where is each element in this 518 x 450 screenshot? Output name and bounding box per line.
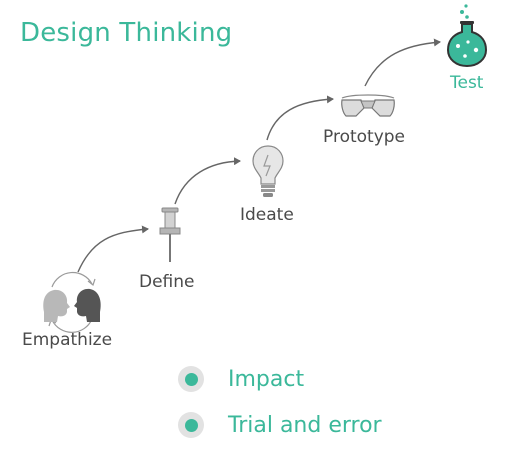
people-icon	[43, 271, 101, 333]
stage-label-ideate: Ideate	[240, 205, 294, 225]
bullet-item-trial-and-error: Trial and error	[178, 412, 382, 438]
arrow-prototype-to-test	[364, 38, 441, 87]
arrow-ideate-to-prototype	[266, 95, 334, 141]
page-title: Design Thinking	[20, 18, 233, 48]
pushpin-icon	[159, 207, 181, 262]
stage-label-empathize: Empathize	[22, 330, 113, 350]
goggles-icon	[341, 94, 395, 117]
stage-label-prototype: Prototype	[323, 127, 406, 147]
stage-label-test: Test	[450, 73, 484, 93]
flask-icon	[446, 4, 488, 68]
arrow-empathize-to-define	[77, 225, 149, 273]
radio-bullet-icon	[178, 366, 204, 392]
radio-bullet-icon	[178, 412, 204, 438]
arrow-define-to-ideate	[174, 157, 241, 205]
stage-label-define: Define	[139, 272, 195, 292]
bullet-item-impact: Impact	[178, 366, 304, 392]
lightbulb-icon	[252, 145, 284, 197]
bullet-text: Impact	[228, 366, 305, 392]
bullet-text: Trial and error	[228, 412, 382, 438]
